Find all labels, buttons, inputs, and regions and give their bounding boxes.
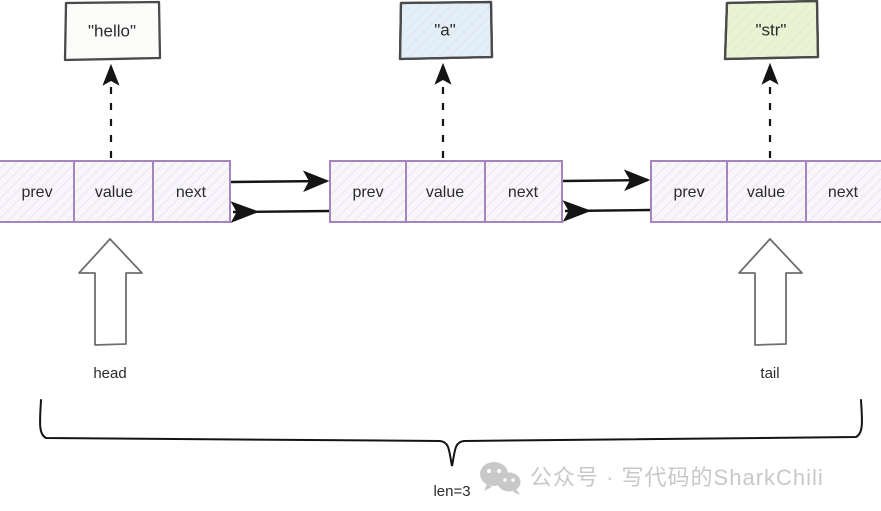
a-box-label: "a": [434, 20, 456, 39]
next-arrow-1-to-2: [230, 170, 330, 193]
node-2-cell-next: next: [508, 184, 539, 201]
node-1: prev value next: [0, 160, 231, 223]
hello-value-box: "hello": [63, 0, 162, 62]
node-2-cell-value: value: [426, 184, 464, 201]
str-value-box: "str": [723, 0, 820, 61]
node-3-cell-prev: prev: [673, 184, 704, 201]
length-brace: len=3: [39, 399, 863, 500]
node-1-cell-prev: prev: [21, 184, 52, 201]
head-pointer-label: head: [93, 365, 126, 382]
head-pointer: head: [78, 238, 143, 382]
node-2: prev value next: [329, 160, 563, 223]
watermark: 公众号 · 写代码的SharkChili: [480, 462, 824, 495]
tail-pointer: tail: [738, 238, 803, 382]
next-arrow-2-to-3: [562, 169, 651, 192]
watermark-label: 公众号 · 写代码的SharkChili: [530, 465, 824, 490]
prev-arrow-3-to-2: [562, 200, 651, 222]
hello-box-label: "hello": [88, 21, 136, 40]
node-3-cell-next: next: [828, 184, 859, 201]
str-box-label: "str": [756, 20, 787, 39]
node-3: prev value next: [650, 160, 881, 223]
tail-pointer-label: tail: [760, 365, 779, 382]
node-3-cell-value: value: [747, 184, 785, 201]
node-1-cell-next: next: [176, 184, 207, 201]
node-1-cell-value: value: [95, 184, 133, 201]
prev-arrow-2-to-1: [230, 201, 330, 223]
a-value-box: "a": [398, 0, 494, 61]
node-2-cell-prev: prev: [352, 184, 383, 201]
length-brace-label: len=3: [433, 483, 470, 500]
wechat-icon: [480, 462, 521, 495]
